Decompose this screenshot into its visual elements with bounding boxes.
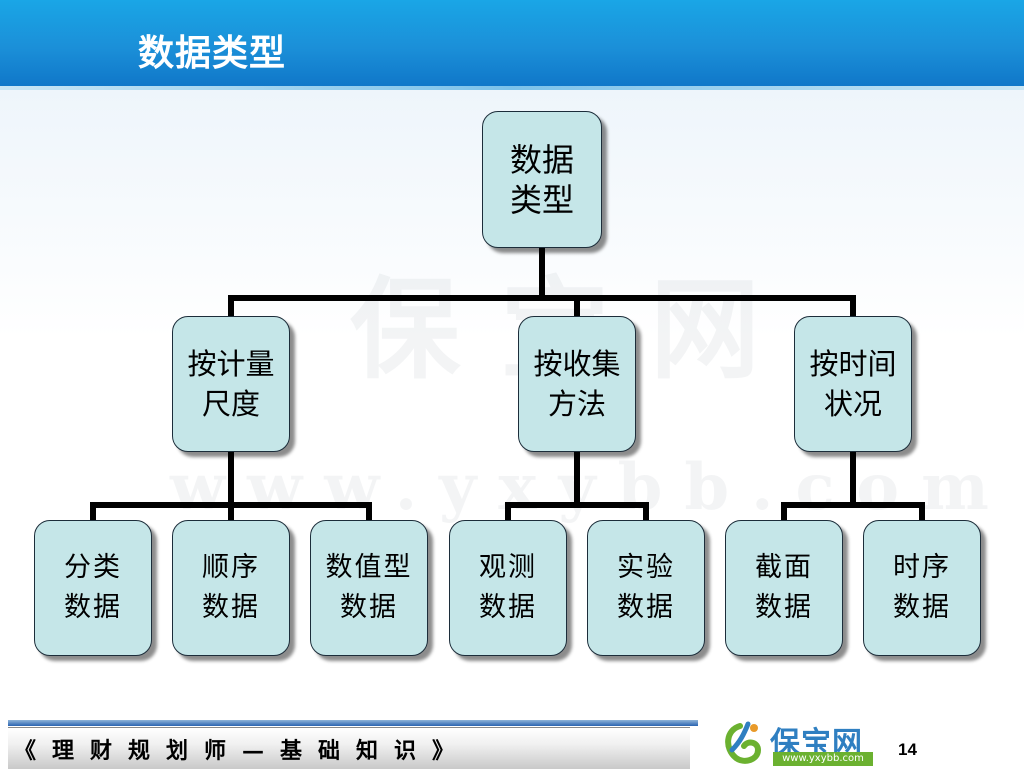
node-leaf-label: 观测 数据 — [479, 552, 537, 623]
node-leaf-experimental: 实验 数据 — [587, 520, 705, 656]
node-group-time: 按时间 状况 — [794, 316, 912, 452]
header-bar — [0, 0, 1024, 88]
footer-course-title: 《理财规划师—基础知识》 — [14, 738, 471, 764]
node-leaf-observational: 观测 数据 — [449, 520, 567, 656]
header-strip — [0, 86, 1024, 90]
footer-bar — [8, 727, 690, 769]
node-group-label: 按时间 状况 — [809, 347, 897, 421]
node-group-label: 按计量 尺度 — [187, 347, 275, 421]
node-group-measurement: 按计量 尺度 — [172, 316, 290, 452]
node-leaf-ordinal: 顺序 数据 — [172, 520, 290, 656]
footer-divider — [8, 720, 698, 726]
node-leaf-label: 时序 数据 — [893, 552, 951, 623]
node-root-label: 数据 类型 — [509, 140, 574, 219]
brand-logo-icon — [725, 721, 762, 764]
slide-title: 数据类型 — [138, 33, 287, 74]
node-leaf-label: 数值型 数据 — [325, 552, 413, 623]
page-number: 14 — [898, 740, 917, 759]
node-leaf-cross-sectional: 截面 数据 — [725, 520, 843, 656]
node-group-collection: 按收集 方法 — [518, 316, 636, 452]
node-leaf-label: 实验 数据 — [617, 552, 675, 623]
node-root: 数据 类型 — [482, 111, 602, 248]
node-leaf-time-series: 时序 数据 — [863, 520, 981, 656]
node-leaf-numeric: 数值型 数据 — [310, 520, 428, 656]
node-leaf-label: 分类 数据 — [64, 552, 122, 623]
node-group-label: 按收集 方法 — [533, 347, 621, 421]
brand-logo-url: www.yxybb.com — [773, 752, 873, 766]
node-leaf-categorical: 分类 数据 — [34, 520, 152, 656]
node-leaf-label: 截面 数据 — [755, 552, 813, 623]
node-leaf-label: 顺序 数据 — [202, 552, 260, 623]
